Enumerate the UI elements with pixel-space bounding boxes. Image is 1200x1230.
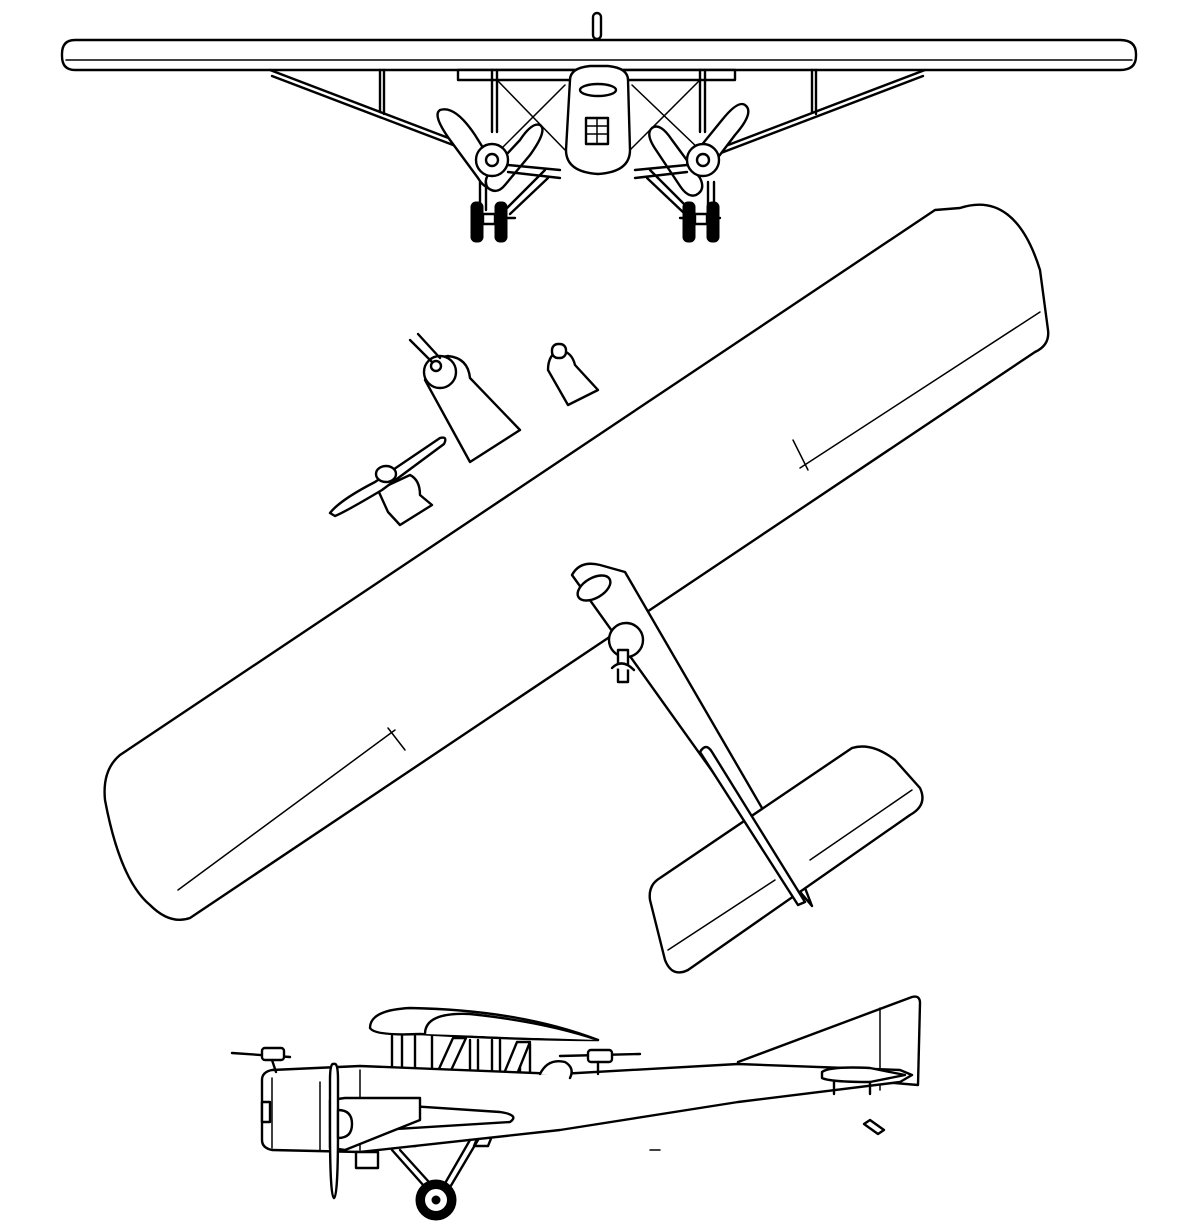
side-view xyxy=(230,995,922,1221)
side-landing-gear xyxy=(354,1138,480,1221)
front-left-landing-gear xyxy=(470,168,550,243)
top-left-aileron xyxy=(387,727,406,751)
top-left-nacelle xyxy=(376,473,434,527)
side-tailplane xyxy=(820,1066,907,1084)
front-fin-tip xyxy=(591,11,603,41)
front-upper-wing xyxy=(60,38,1138,72)
front-view xyxy=(60,11,1138,243)
side-spinner xyxy=(336,1108,354,1140)
front-right-engine xyxy=(633,102,750,197)
side-propeller xyxy=(328,1062,340,1200)
side-tail-fin xyxy=(736,995,922,1087)
top-view xyxy=(103,203,1050,974)
front-right-strut xyxy=(713,68,927,152)
front-right-wheel xyxy=(682,201,696,243)
top-cockpit xyxy=(576,574,612,602)
top-nose-gun-ring xyxy=(422,354,458,390)
front-right-landing-gear xyxy=(645,168,722,243)
front-left-strut xyxy=(268,68,482,152)
side-fuselage xyxy=(260,1062,914,1154)
front-fuselage xyxy=(564,64,632,176)
top-fin xyxy=(698,745,807,907)
front-radiator xyxy=(578,82,618,98)
front-left-wheel xyxy=(470,201,484,243)
top-horizontal-tail xyxy=(648,745,924,974)
top-main-wing xyxy=(103,203,1050,922)
side-tail-skid xyxy=(862,1118,886,1136)
top-right-aileron xyxy=(792,439,809,471)
front-left-engine xyxy=(436,108,562,193)
top-elevator xyxy=(667,879,776,951)
